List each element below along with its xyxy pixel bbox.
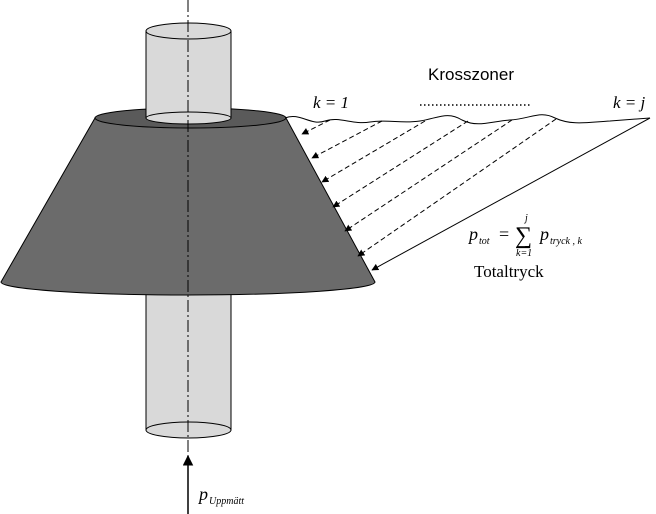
measured-pressure-symbol: p <box>197 484 208 504</box>
formula-sum-symbol: ∑ <box>515 223 532 249</box>
total-arrow <box>371 117 651 271</box>
zone-wave-line <box>284 114 651 125</box>
total-pressure-formula: p tot = j ∑ k=1 p tryck , k <box>467 213 582 259</box>
formula-sum-lower: k=1 <box>516 248 532 259</box>
zone-first-label: k = 1 <box>313 93 349 112</box>
formula-equals: = <box>499 224 509 244</box>
zone-arrow <box>311 120 383 159</box>
zone-arrow <box>301 119 331 135</box>
zone-last-label: k = j <box>613 93 646 112</box>
measured-pressure-subscript: Uppmätt <box>209 496 244 507</box>
zone-arrow <box>357 118 557 257</box>
zone-arrow <box>332 120 469 208</box>
formula-term-symbol: p <box>538 224 549 244</box>
total-pressure-label: Totaltryck <box>474 262 544 281</box>
formula-sum-upper: j <box>523 213 528 224</box>
diagram-title: Krosszoner <box>428 65 514 84</box>
zone-arrow <box>344 119 513 232</box>
formula-lhs-symbol: p <box>467 224 478 244</box>
formula-term-subscript: tryck , k <box>550 236 582 247</box>
zone-arrow <box>321 120 426 183</box>
zone-arrows <box>301 117 651 271</box>
formula-lhs-subscript: tot <box>479 236 490 247</box>
